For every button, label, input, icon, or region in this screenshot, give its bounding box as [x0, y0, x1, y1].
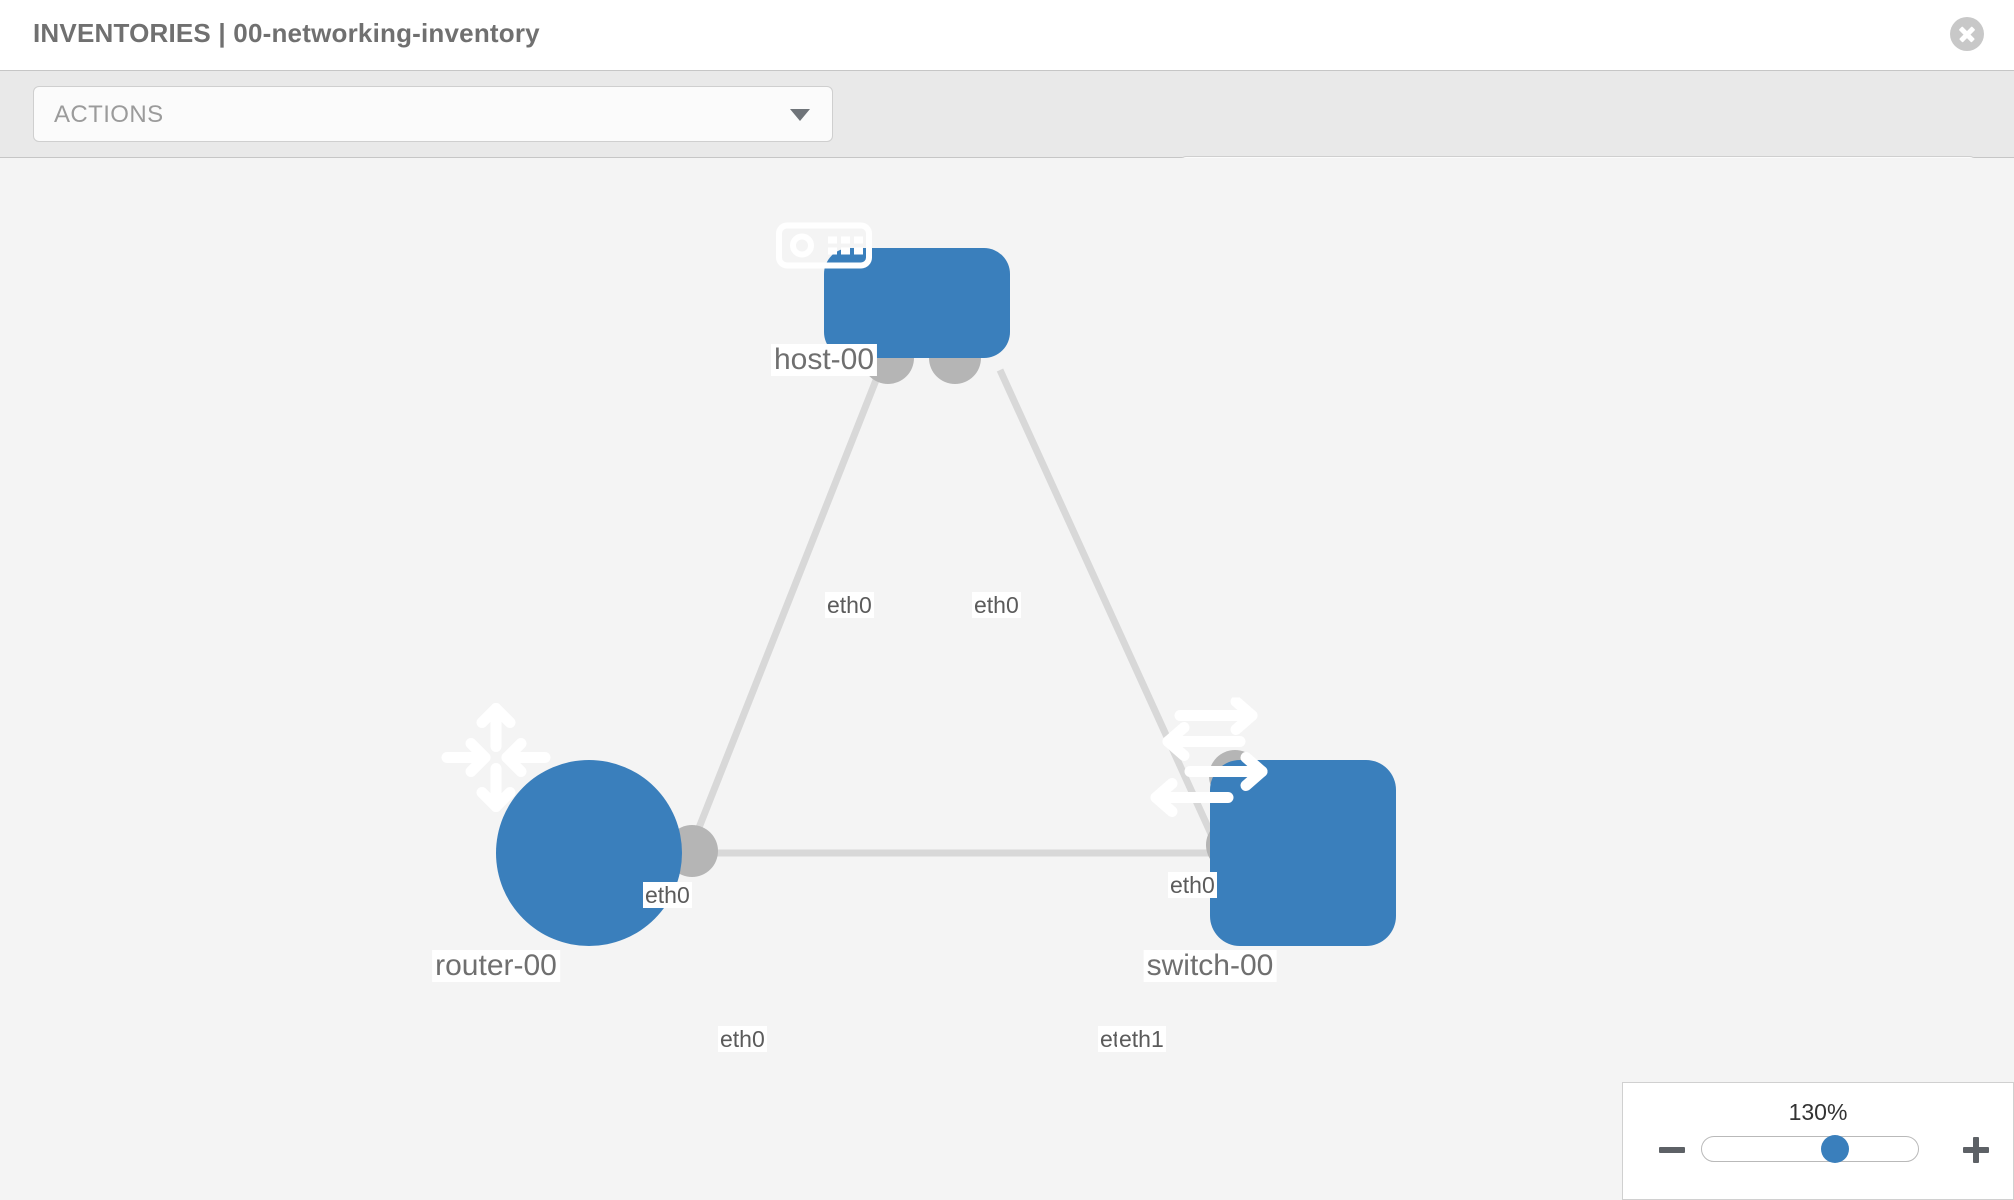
- toolbar: ACTIONS SEARCH: [0, 70, 2014, 212]
- zoom-slider[interactable]: [1701, 1135, 1919, 1163]
- chevron-down-icon: [790, 109, 810, 121]
- actions-dropdown[interactable]: ACTIONS: [33, 86, 833, 142]
- edge-label-switch-host: eth0: [1168, 872, 1217, 899]
- page-title: INVENTORIES | 00-networking-inventory: [33, 18, 540, 48]
- zoom-level-label: 130%: [1788, 1099, 1848, 1125]
- plus-icon-vertical: [1973, 1137, 1979, 1163]
- node-router-00-shape: [496, 760, 682, 946]
- zoom-control-panel: 130%: [1622, 1082, 2014, 1200]
- switch-arrows-icon: [1148, 696, 1272, 823]
- topology-canvas[interactable]: host-00 route: [0, 158, 2014, 1200]
- zoom-in-button[interactable]: [1961, 1135, 1991, 1165]
- topology-links: [683, 368, 1226, 860]
- node-switch-00-label: switch-00: [1143, 950, 1277, 982]
- router-arrows-icon: [437, 699, 555, 822]
- page-header: INVENTORIES | 00-networking-inventory: [0, 0, 2014, 70]
- zoom-slider-thumb[interactable]: [1820, 1135, 1849, 1163]
- node-switch-00-shape: [1210, 760, 1396, 946]
- actions-dropdown-label: ACTIONS: [54, 101, 164, 128]
- close-icon[interactable]: [1950, 17, 1984, 51]
- link-router-host: [683, 368, 884, 860]
- edge-label-switch-eth1: eth1: [1117, 1026, 1166, 1053]
- link-host-switch: [996, 368, 1226, 860]
- edge-label-host-left: eth0: [825, 592, 874, 619]
- zoom-slider-track: [1701, 1136, 1919, 1162]
- edge-label-router-host: eth0: [643, 882, 692, 909]
- minus-icon: [1659, 1147, 1685, 1153]
- node-host-00-label: host-00: [770, 344, 878, 376]
- edge-label-router-eth0: eth0: [718, 1026, 767, 1053]
- node-router-00-label: router-00: [432, 950, 560, 982]
- server-icon: [776, 222, 872, 274]
- zoom-out-button[interactable]: [1657, 1135, 1687, 1165]
- edge-label-host-right: eth0: [972, 592, 1021, 619]
